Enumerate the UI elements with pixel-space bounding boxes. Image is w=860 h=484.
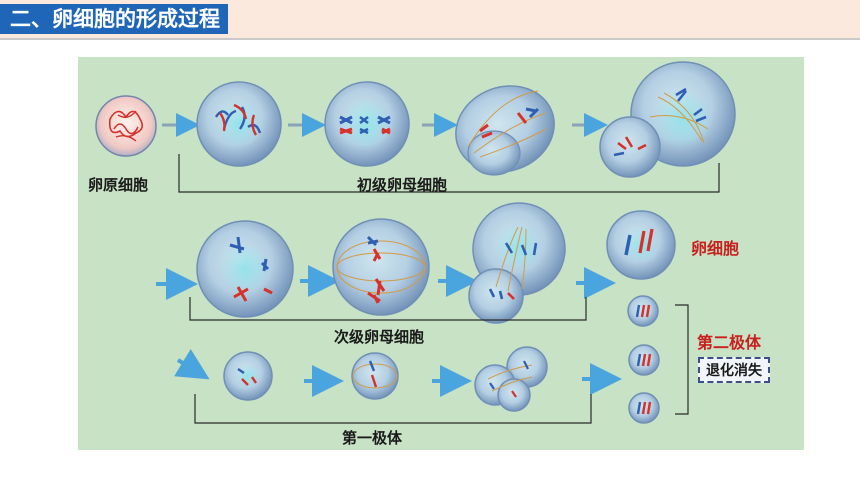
oogonium-cell <box>95 95 157 157</box>
secondary-oocyte-anaphase <box>468 202 566 324</box>
secondary-oocyte-prophase <box>196 220 294 318</box>
second-polar-body-1 <box>627 295 659 327</box>
header-bar: 二、卵细胞的形成过程 <box>0 0 860 40</box>
diagram-svg <box>95 61 736 424</box>
page-title: 二、卵细胞的形成过程 <box>0 4 228 34</box>
arrow-row3-start <box>174 349 210 380</box>
first-polar-body-bracket <box>194 394 592 424</box>
first-polar-body-cell <box>223 351 273 401</box>
second-polar-body-3 <box>628 392 660 424</box>
primary-oocyte-bracket <box>178 154 720 193</box>
label-degenerate: 退化消失 <box>698 357 770 383</box>
second-polar-body-2 <box>628 344 660 376</box>
label-second-polar-body: 第二极体 <box>697 333 762 352</box>
egg-cell <box>606 210 676 280</box>
second-polar-body-bracket <box>675 304 689 415</box>
secondary-oocyte-metaphase <box>332 218 430 316</box>
label-first-polar-body: 第一极体 <box>342 429 403 447</box>
secondary-oocyte-bracket <box>189 297 587 321</box>
label-oogonium: 卵原细胞 <box>88 176 149 194</box>
oogenesis-diagram: 卵原细胞 初级卵母细胞 卵细胞 次级卵母细胞 第二极体 退化消失 第一极体 <box>78 57 804 450</box>
first-polar-body-metaphase <box>351 352 399 400</box>
primary-oocyte-prophase <box>196 81 282 167</box>
first-polar-body-division <box>474 346 548 412</box>
label-secondary-oocyte: 次级卵母细胞 <box>334 328 425 346</box>
primary-oocyte-anaphase <box>455 85 555 176</box>
label-primary-oocyte: 初级卵母细胞 <box>357 176 448 194</box>
primary-oocyte-metaphase <box>324 81 410 167</box>
primary-oocyte-telophase <box>599 61 736 178</box>
label-egg-cell: 卵细胞 <box>691 239 740 258</box>
